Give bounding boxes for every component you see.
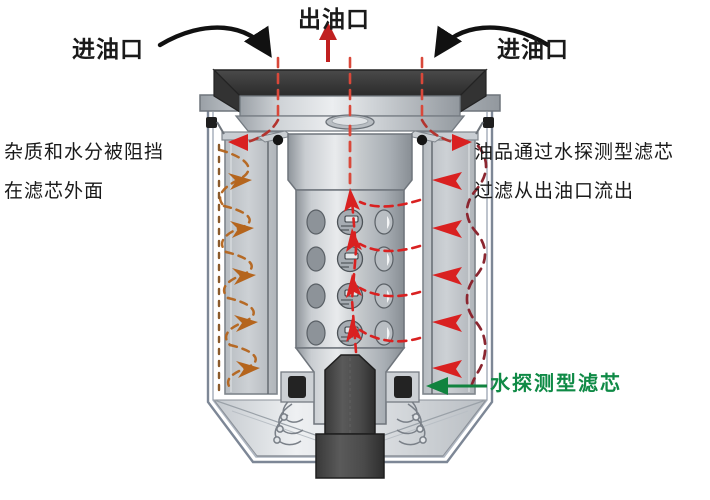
- inlet-arrow-right: [434, 25, 551, 58]
- label-oil-inlet-left: 进油口: [72, 37, 144, 62]
- top-cap: [199, 68, 501, 146]
- core-inflow-dashes: [358, 198, 422, 343]
- inlet-flow-dashes: [276, 56, 424, 122]
- cap-redirect-arrows: [228, 134, 472, 151]
- outlet-arrow: [319, 22, 337, 62]
- annotation-passing-line1: 油品通过水探测型滤芯: [474, 142, 675, 163]
- annotation-blocked-line1: 杂质和水分被阻挡: [4, 142, 165, 163]
- label-oil-outlet: 出油口: [298, 7, 370, 32]
- blocked-flow-arrows: [228, 173, 260, 378]
- core-upflow-dashes: [350, 198, 358, 354]
- passing-flow-path: [465, 144, 488, 394]
- bottom-seat-blocks: [280, 371, 420, 403]
- drain-nipple: [315, 354, 385, 479]
- inlet-arrow-left: [157, 25, 272, 58]
- passing-flow-arrows: [432, 172, 462, 378]
- core-callout-arrow: [426, 377, 487, 395]
- annotation-passing-line2: 过滤从出油口流出: [474, 181, 635, 202]
- annotation-blocked-line2: 在滤芯外面: [4, 181, 105, 202]
- label-oil-inlet-right: 进油口: [497, 37, 569, 62]
- callout-water-sensing-element: 水探测型滤芯: [490, 373, 622, 395]
